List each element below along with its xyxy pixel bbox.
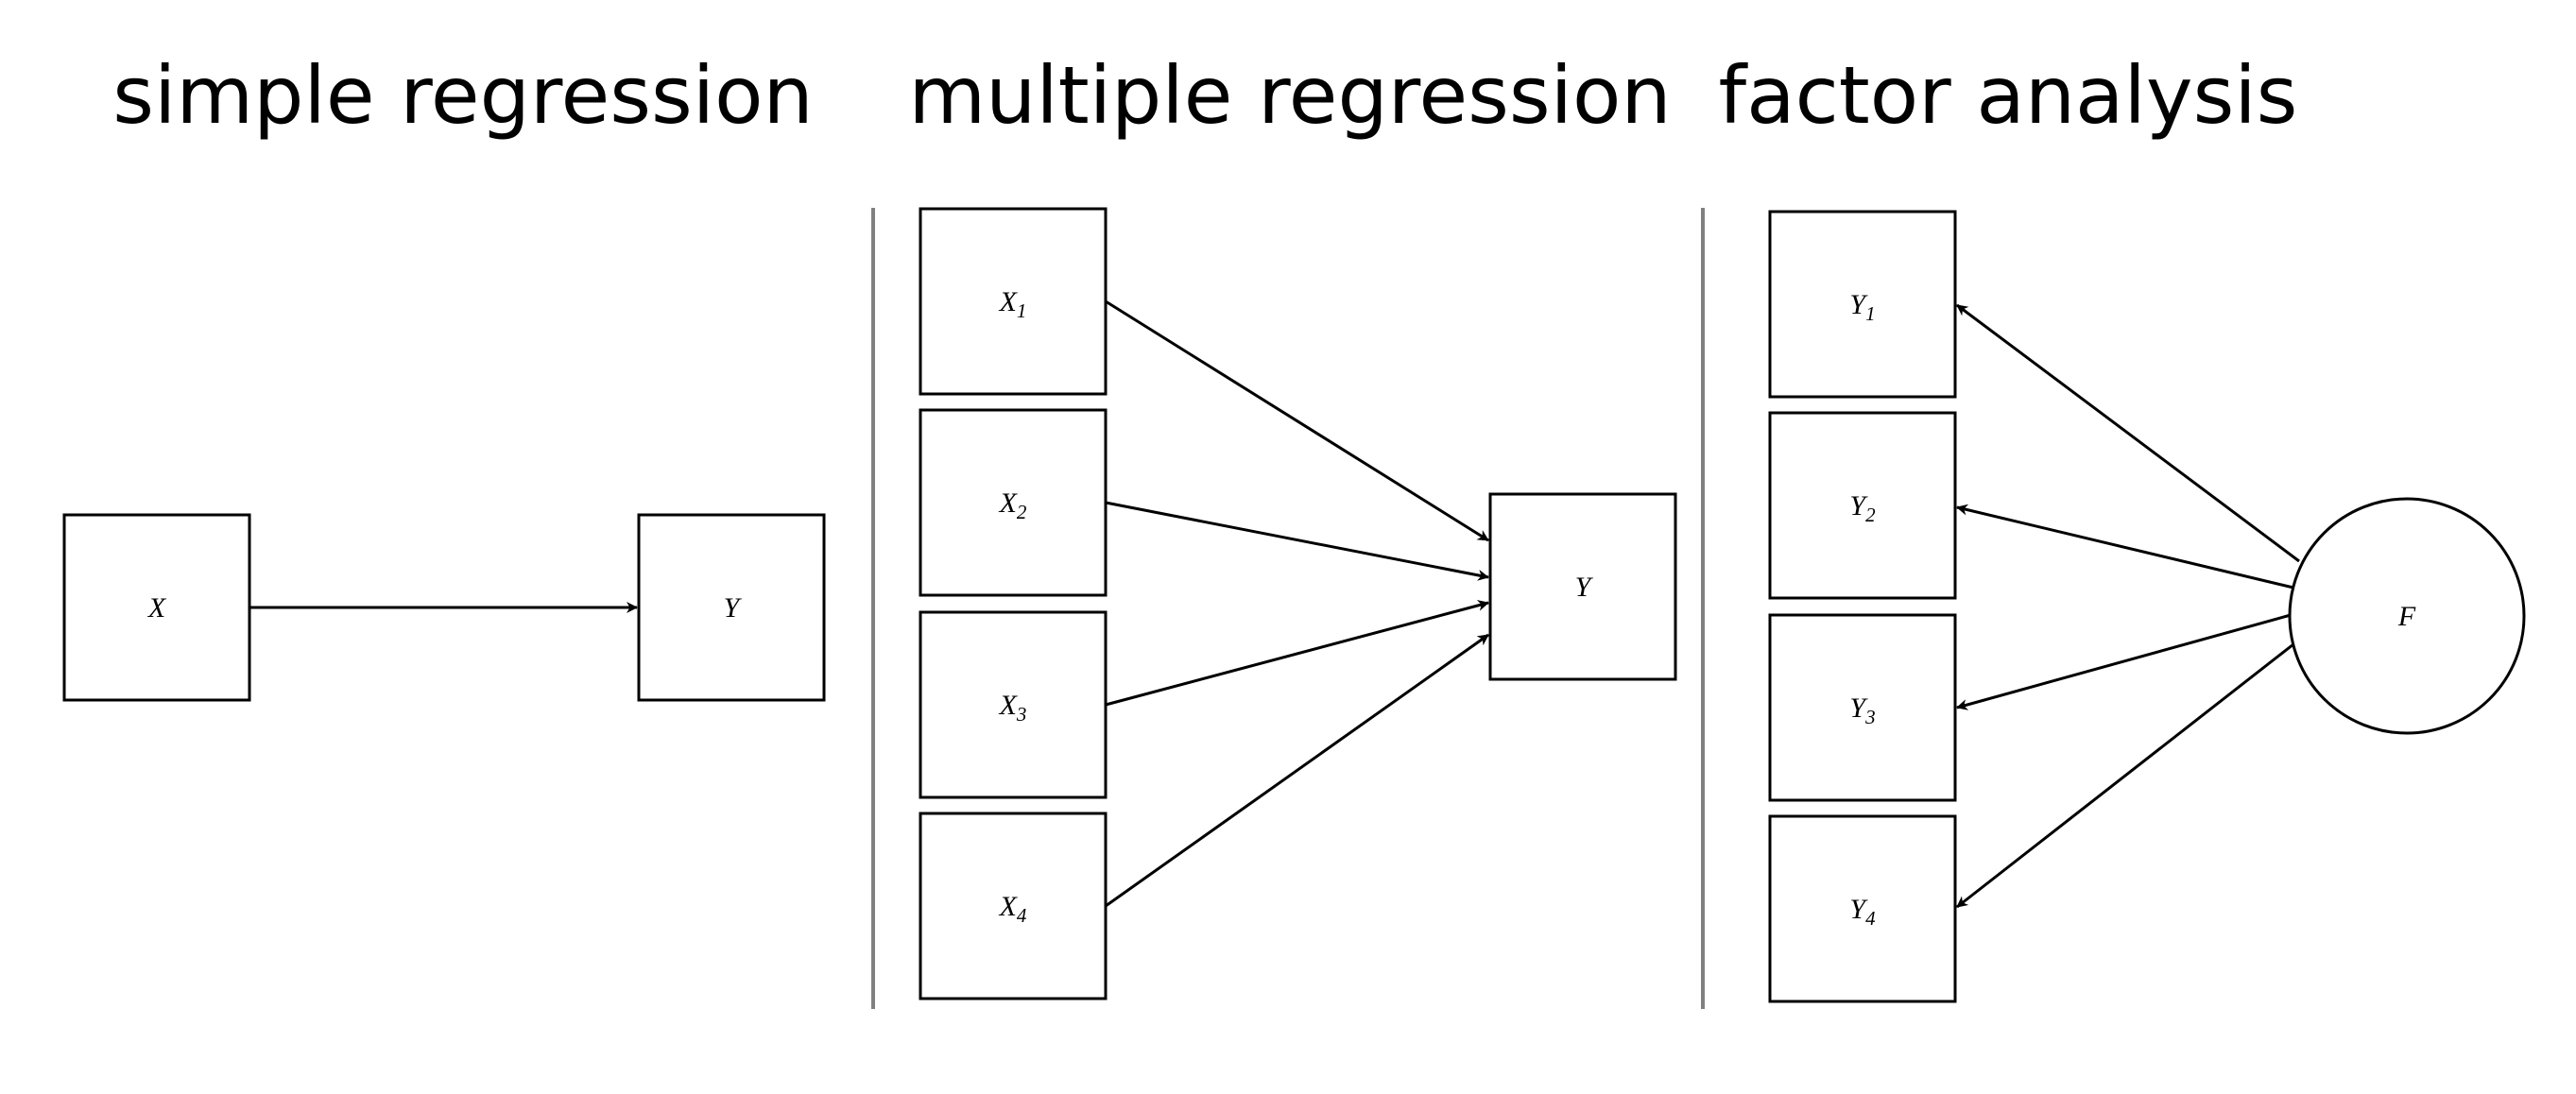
simple-regression-panel: X Y: [62, 513, 826, 702]
edge-x2-to-y: [1105, 501, 1489, 581]
edge-f-to-y3: [1956, 613, 2292, 710]
edge-x1-to-y: [1105, 299, 1489, 542]
node-y3: [1768, 613, 1957, 802]
node-x1: [919, 207, 1108, 396]
node-y1-label: Y1: [1849, 289, 1875, 325]
title-factor-analysis: factor analysis: [1719, 49, 2298, 142]
node-x: [62, 513, 251, 702]
node-y2-label: Y2: [1849, 490, 1876, 526]
edge-f-to-y4: [1956, 642, 2294, 909]
edge-f-to-y2: [1956, 504, 2294, 590]
node-y-label: Y: [724, 592, 743, 624]
node-y: [637, 513, 826, 702]
node-y-outcome: [1488, 492, 1677, 681]
node-y2: [1768, 411, 1957, 600]
node-x-label: X: [147, 592, 167, 624]
node-y1: [1768, 210, 1957, 399]
multiple-regression-panel: X1 X2 X3 X4 Y: [919, 207, 1677, 1000]
title-simple-regression: simple regression: [112, 49, 814, 142]
title-multiple-regression: multiple regression: [908, 49, 1671, 142]
node-x2-label: X2: [999, 487, 1027, 523]
node-x4-label: X4: [999, 891, 1027, 927]
node-x3-label: X3: [999, 690, 1027, 726]
node-factor-f-label: F: [2397, 601, 2416, 632]
node-y4-label: Y4: [1849, 894, 1876, 930]
node-x3: [919, 610, 1108, 799]
factor-analysis-panel: Y1 Y2 Y3 Y4 F: [1768, 210, 2526, 1003]
node-x4: [919, 812, 1108, 1000]
node-y-outcome-label: Y: [1575, 572, 1594, 603]
node-y3-label: Y3: [1849, 692, 1875, 728]
edge-x4-to-y: [1105, 633, 1489, 908]
node-x1-label: X1: [999, 286, 1027, 322]
edge-x3-to-y: [1105, 600, 1489, 707]
edge-f-to-y1: [1956, 303, 2300, 563]
node-y4: [1768, 814, 1957, 1003]
